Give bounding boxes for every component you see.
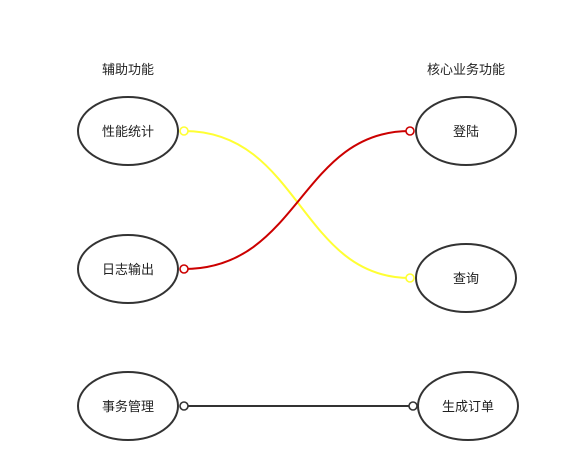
port-tx-out[interactable] (179, 401, 189, 411)
node-login[interactable]: 登陆 (415, 96, 517, 166)
node-tx[interactable]: 事务管理 (77, 371, 179, 441)
node-log[interactable]: 日志输出 (77, 234, 179, 304)
node-query[interactable]: 查询 (415, 243, 517, 313)
connector-log-to-login[interactable] (183, 130, 411, 270)
port-order-in[interactable] (408, 401, 418, 411)
port-query-in[interactable] (405, 273, 415, 283)
connector-perf-to-query[interactable] (183, 130, 411, 279)
node-tx-label: 事务管理 (102, 399, 154, 415)
node-perf[interactable]: 性能统计 (77, 96, 179, 166)
node-login-label: 登陆 (453, 124, 479, 140)
node-perf-label: 性能统计 (102, 125, 154, 140)
node-query-label: 查询 (453, 272, 479, 287)
node-log-label: 日志输出 (102, 262, 154, 278)
right-group-title: 核心业务功能 (427, 62, 505, 78)
node-order-label: 生成订单 (442, 400, 494, 415)
port-perf-out[interactable] (179, 126, 189, 136)
port-login-in[interactable] (405, 126, 415, 136)
node-order[interactable]: 生成订单 (417, 371, 519, 441)
left-group-title: 辅助功能 (102, 63, 154, 78)
port-log-out[interactable] (179, 264, 189, 274)
